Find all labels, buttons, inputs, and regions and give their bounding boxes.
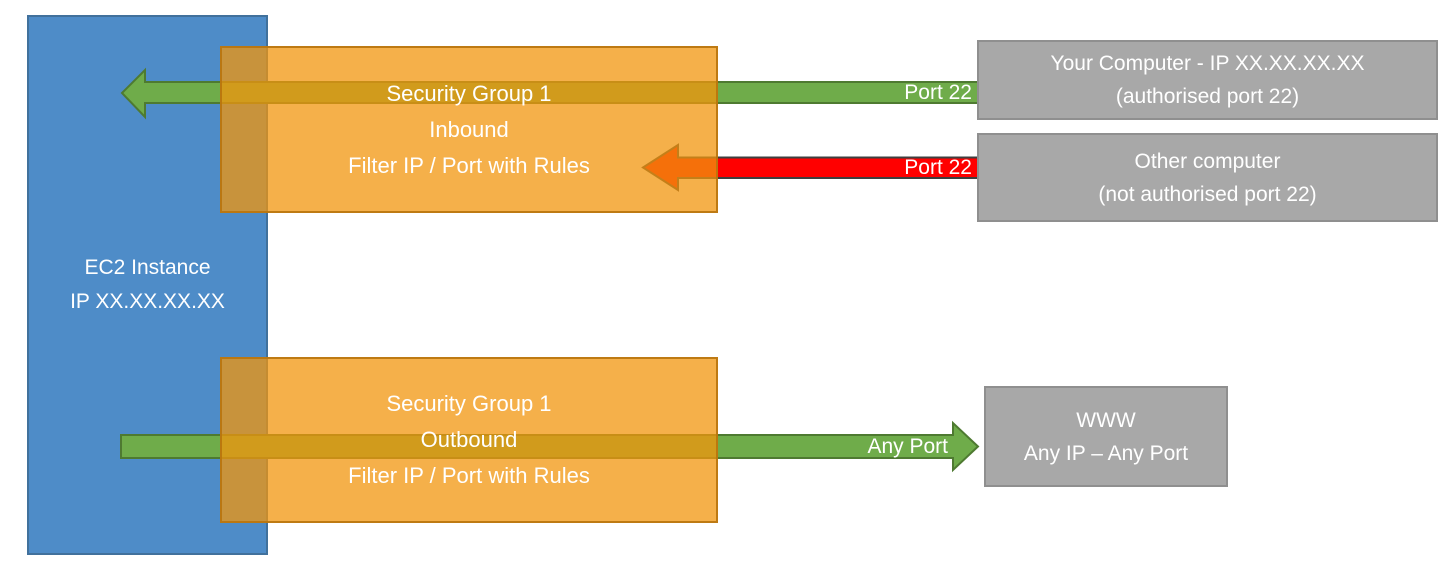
inbound-sg-direction: Inbound [429, 116, 509, 142]
www-note: Any IP – Any Port [1023, 441, 1189, 465]
outbound-sg-direction: Outbound [420, 427, 518, 452]
www-title: WWW [1076, 408, 1136, 432]
ec2-instance-ip: IP XX.XX.XX.XX [70, 290, 225, 313]
outbound-port-label: Any Port [867, 435, 948, 458]
security-group-inbound-box: Security Group 1 Inbound Filter IP / Por… [220, 46, 718, 213]
outbound-sg-title: Security Group 1 [386, 391, 552, 416]
your-computer-note: (authorised port 22) [1115, 85, 1300, 108]
your-computer-title: Your Computer - IP XX.XX.XX.XX [1050, 52, 1365, 75]
inbound-blocked-port-label: Port 22 [904, 156, 972, 179]
your-computer-box: Your Computer - IP XX.XX.XX.XX (authoris… [977, 40, 1438, 120]
security-group-outbound-box: Security Group 1 Outbound Filter IP / Po… [220, 357, 718, 523]
www-box: WWW Any IP – Any Port [984, 386, 1228, 487]
other-computer-title: Other computer [1134, 149, 1281, 173]
other-computer-note: (not authorised port 22) [1098, 182, 1317, 206]
inbound-sg-title: Security Group 1 [386, 80, 552, 106]
inbound-sg-description: Filter IP / Port with Rules [348, 152, 590, 178]
other-computer-box: Other computer (not authorised port 22) [977, 133, 1438, 222]
ec2-instance-title: EC2 Instance [84, 256, 211, 279]
inbound-allowed-port-label: Port 22 [904, 81, 972, 104]
outbound-sg-description: Filter IP / Port with Rules [348, 463, 590, 488]
